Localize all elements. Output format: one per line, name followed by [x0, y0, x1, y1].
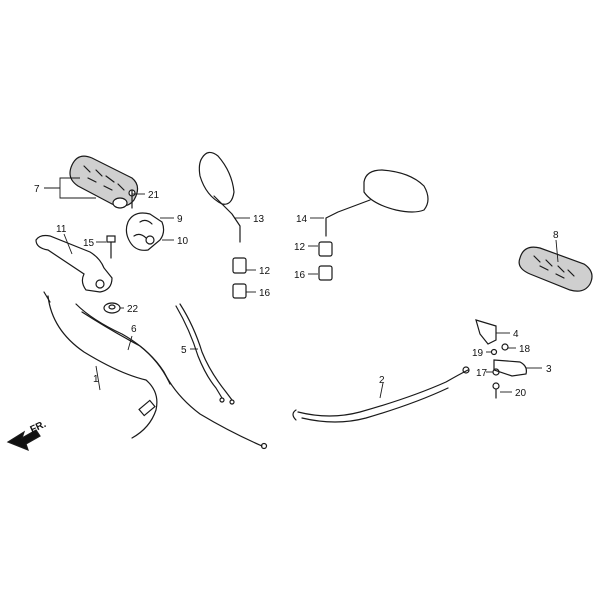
left-mirror-adapters [232, 257, 247, 299]
clutch-lever [35, 234, 113, 293]
callout-21: 21 [148, 190, 160, 201]
washer-22 [103, 302, 121, 314]
right-mirror [325, 169, 429, 237]
cable-5 [175, 303, 235, 405]
callout-15: 15 [83, 238, 95, 249]
callout-labels: 1 2 3 4 5 6 7 8 9 10 11 12 12 13 14 15 1… [34, 184, 559, 399]
right-mirror-adapters [318, 241, 333, 281]
callout-10: 10 [177, 236, 189, 247]
lever-bracket [475, 319, 527, 399]
bolt-15 [106, 235, 116, 259]
cable-2 [292, 366, 470, 423]
callout-4: 4 [513, 329, 519, 340]
callout-19: 19 [472, 348, 484, 359]
callout-1: 1 [93, 374, 99, 385]
cable-6 [75, 303, 268, 450]
callout-11: 11 [56, 224, 67, 235]
direction-label: FR. [29, 419, 48, 436]
screw-21 [128, 189, 136, 209]
callout-18: 18 [519, 344, 531, 355]
callout-22: 22 [127, 304, 139, 315]
left-grip [69, 155, 139, 209]
callout-14: 14 [296, 214, 308, 225]
leader-lines [44, 177, 559, 399]
callout-12-right: 12 [294, 242, 306, 253]
callout-3: 3 [546, 364, 552, 375]
callout-13: 13 [253, 214, 265, 225]
callout-12-left: 12 [259, 266, 271, 277]
cable-1 [43, 291, 158, 439]
throttle-housing [125, 212, 165, 251]
callout-8: 8 [553, 230, 559, 241]
callout-6: 6 [131, 324, 137, 335]
callout-5: 5 [181, 345, 187, 356]
callout-16-right: 16 [294, 270, 306, 281]
callout-20: 20 [515, 388, 527, 399]
left-mirror [198, 151, 241, 243]
callout-2: 2 [379, 375, 385, 386]
front-direction-indicator: FR. [6, 419, 48, 452]
callout-7: 7 [34, 184, 40, 195]
callout-17: 17 [476, 368, 488, 379]
callout-16-left: 16 [259, 288, 271, 299]
callout-9: 9 [177, 214, 183, 225]
right-grip [518, 246, 593, 292]
